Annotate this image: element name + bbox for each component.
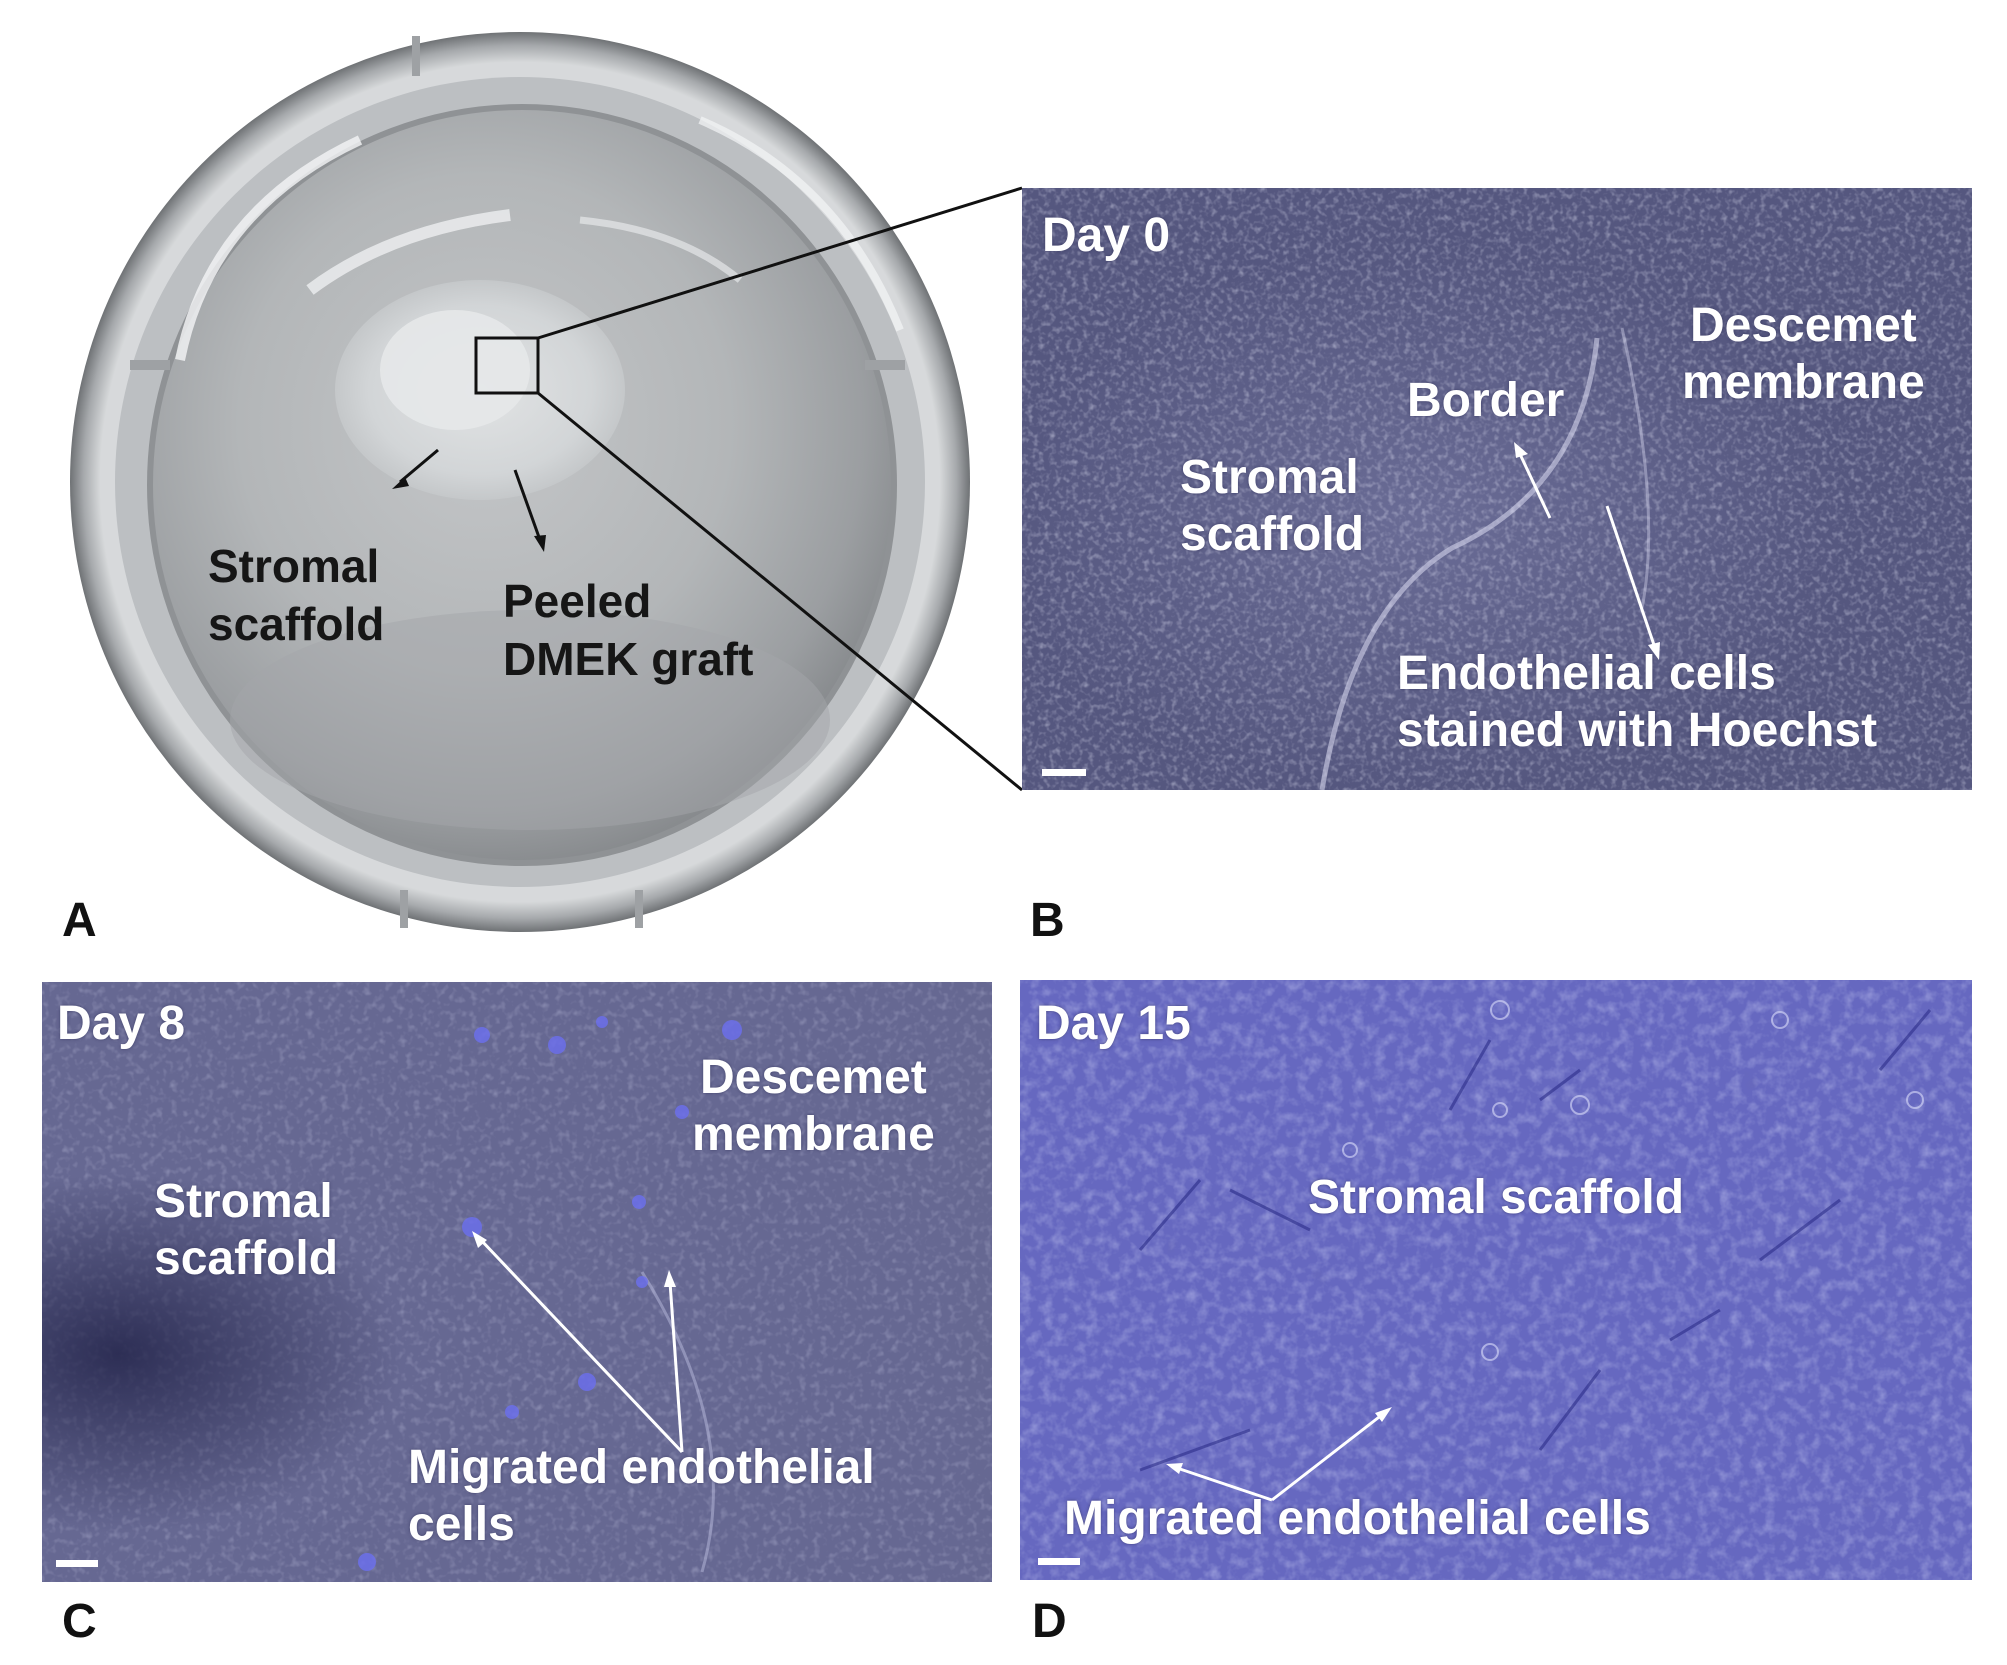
label-a-peeled-line2: DMEK graft — [503, 632, 754, 685]
panel-d-day-label: Day 15 — [1036, 997, 1191, 1050]
label-d-migrated-cells: Migrated endothelial cells — [1064, 1492, 1651, 1545]
panel-d-micrograph: Day 15 Stromal scaffold Migrated endothe… — [1020, 980, 1972, 1580]
panel-letter-d: D — [1032, 1595, 1067, 1648]
label-b-stromal-scaffold: Stromal scaffold — [1180, 450, 1364, 563]
label-b-border: Border — [1407, 374, 1565, 427]
micrograph-b-texture — [1022, 188, 1972, 790]
label-b-endothelial-cells: Endothelial cells stained with Hoechst — [1397, 646, 1877, 759]
label-b-stromal-line1: Stromal — [1180, 451, 1359, 504]
label-a-stromal-scaffold: Stromal scaffold — [208, 538, 384, 653]
scale-bar-c — [56, 1560, 98, 1567]
panel-letter-a: A — [62, 894, 97, 947]
panel-b-micrograph: Day 0 Descemet membrane Border Stromal s… — [1022, 188, 1972, 790]
scale-bar-b — [1042, 769, 1086, 776]
panel-b-day-label: Day 0 — [1042, 209, 1171, 262]
label-a-peeled-line1: Peeled — [503, 575, 652, 627]
scale-bar-d — [1038, 1558, 1080, 1565]
label-b-stromal-line2: scaffold — [1180, 507, 1365, 561]
label-a-stromal-line2: scaffold — [208, 597, 385, 650]
label-c-migrated-line1: Migrated endothelial — [408, 1441, 875, 1494]
label-b-endo-line1: Endothelial cells — [1397, 647, 1776, 700]
label-b-descemet-line2: membrane — [1682, 355, 1925, 409]
label-b-descemet-membrane: Descemet membrane — [1682, 298, 1925, 411]
label-c-descemet-membrane: Descemet membrane — [692, 1050, 935, 1163]
label-c-migrated-line2: cells — [408, 1497, 515, 1551]
label-a-peeled-graft: Peeled DMEK graft — [503, 573, 753, 688]
panel-c-micrograph: Day 8 Descemet membrane Stromal scaffold… — [42, 982, 992, 1582]
panel-letter-b: B — [1030, 894, 1065, 947]
label-a-stromal-line1: Stromal — [208, 540, 380, 592]
micrograph-d-texture — [1020, 980, 1972, 1580]
label-c-migrated-cells: Migrated endothelial cells — [408, 1440, 875, 1553]
label-b-endo-line2: stained with Hoechst — [1397, 703, 1878, 757]
panel-a-photo — [60, 30, 980, 935]
label-c-stromal-scaffold: Stromal scaffold — [154, 1174, 338, 1287]
petri-dish-image — [70, 32, 970, 932]
label-d-stromal-scaffold: Stromal scaffold — [1308, 1171, 1685, 1224]
label-c-stromal-line2: scaffold — [154, 1231, 339, 1285]
label-b-descemet-line1: Descemet — [1689, 299, 1917, 352]
panel-letter-c: C — [62, 1595, 97, 1648]
panel-c-day-label: Day 8 — [57, 997, 186, 1050]
label-c-descemet-line2: membrane — [692, 1107, 935, 1161]
label-c-descemet-line1: Descemet — [699, 1051, 927, 1104]
label-c-stromal-line1: Stromal — [154, 1175, 333, 1228]
